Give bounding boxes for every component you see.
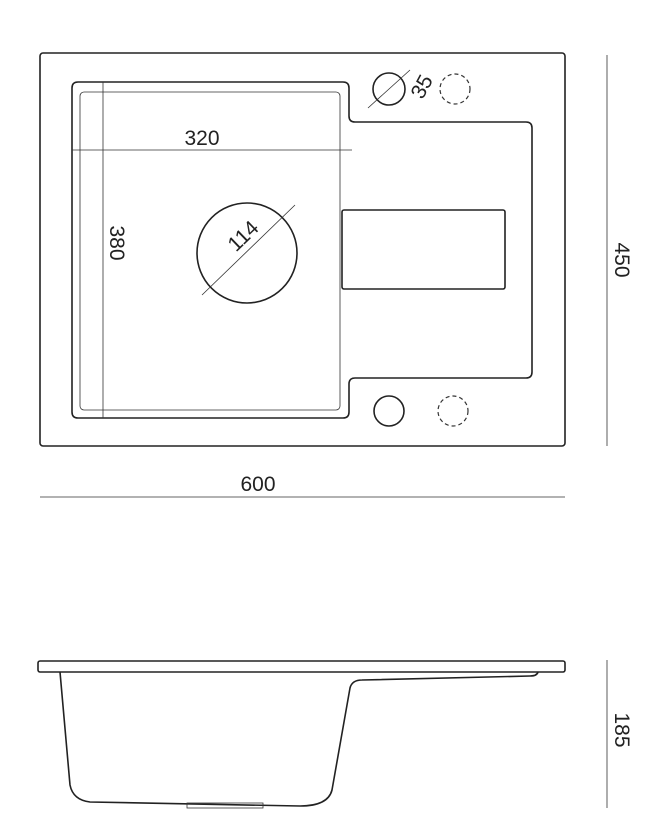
overall-width-label: 600 — [240, 473, 275, 496]
optional-tap-hole — [439, 73, 471, 105]
drain-diameter-label: 114 — [223, 216, 263, 256]
side-basin-profile — [59, 671, 539, 807]
bowl-width-label: 320 — [184, 127, 219, 150]
sink-outline — [39, 52, 566, 447]
tap-hole-diameter-line — [367, 69, 411, 109]
tap-hole — [372, 72, 406, 106]
drainer-groove — [341, 209, 506, 290]
drain-circle — [196, 202, 298, 304]
bowl-outer-edge — [71, 81, 533, 419]
optional-hole — [437, 395, 469, 427]
overall-depth-label: 450 — [610, 242, 633, 277]
drain-diameter-line — [201, 204, 296, 296]
overflow-hole — [373, 395, 405, 427]
height-label: 185 — [610, 712, 633, 747]
side-drain-outlet — [186, 802, 264, 809]
bowl-inner-edge — [79, 91, 341, 411]
tap-hole-diameter-label: 35 — [407, 71, 438, 102]
side-rim — [37, 660, 566, 673]
bowl-length-label: 380 — [105, 225, 128, 260]
